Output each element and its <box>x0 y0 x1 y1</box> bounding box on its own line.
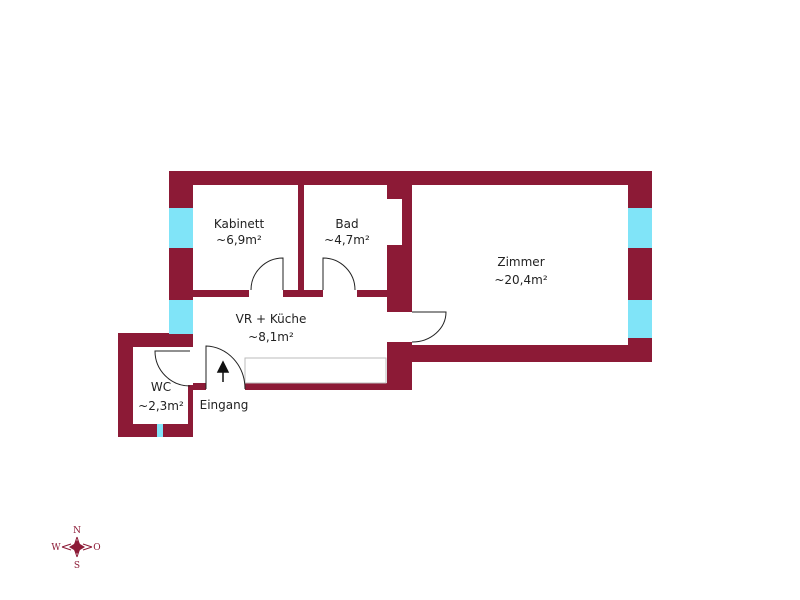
doors <box>154 257 447 390</box>
room-name-zimmer: Zimmer <box>497 255 544 269</box>
room-name-wc: WC <box>151 380 171 394</box>
compass-w: W <box>51 543 61 553</box>
entrance-label: Eingang <box>200 398 249 412</box>
room-area-bad: ~4,7m² <box>324 233 370 247</box>
room-area-wc: ~2,3m² <box>138 399 184 413</box>
compass-s: S <box>74 561 80 571</box>
room-name-vr-kueche: VR + Küche <box>236 312 307 326</box>
kitchen-counter <box>244 357 387 384</box>
windows <box>157 208 652 437</box>
compass-o: O <box>93 543 100 553</box>
room-name-bad: Bad <box>335 217 358 231</box>
room-area-kabinett: ~6,9m² <box>216 233 262 247</box>
room-name-kabinett: Kabinett <box>214 217 265 231</box>
room-area-zimmer: ~20,4m² <box>494 273 547 287</box>
entrance-arrow-icon <box>216 360 230 382</box>
compass-n: N <box>73 526 81 536</box>
walls <box>118 171 652 437</box>
compass-icon: N S W O <box>51 526 100 571</box>
room-area-vr-kueche: ~8,1m² <box>248 330 294 344</box>
